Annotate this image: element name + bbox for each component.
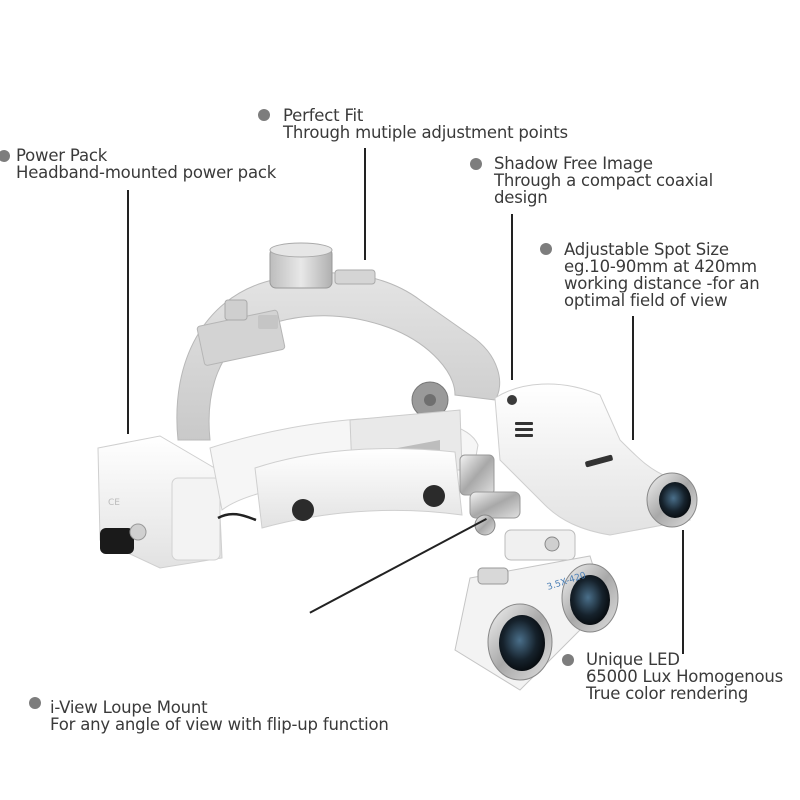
callout-title: Power Pack [16,146,108,165]
callout-description: working distance -for an [564,274,760,293]
callout-title: Perfect Fit [283,106,364,125]
power-knob-icon [100,528,134,554]
callout-description: Through mutiple adjustment points [283,123,568,142]
binocular-loupes: 3.5X-420 [454,555,619,691]
callout-power-pack: Power Pack Headband-mounted power pack [16,147,276,181]
loupe-mount-arm [459,454,576,561]
band-screw-icon [423,485,445,507]
callout-description: True color rendering [586,684,749,703]
loupe-lens-icon [499,615,545,671]
callout-bullet [258,109,270,121]
callout-description: Headband-mounted power pack [16,163,277,182]
callout-title: i-View Loupe Mount [50,698,208,717]
callout-description: optimal field of view [564,291,728,310]
leader-line [127,190,129,434]
power-pack: CE [97,435,223,569]
callout-perfect-fit: Perfect Fit Through mutiple adjustment p… [283,107,568,141]
callout-bullet [540,243,552,255]
callout-description: design [494,188,548,207]
callout-loupe-mount: i-View Loupe Mount For any angle of view… [50,699,389,733]
top-strap [176,269,501,441]
main-headband [209,409,479,529]
callout-title: Adjustable Spot Size [564,240,729,259]
led-headlight [494,383,698,536]
band-screw-icon [292,499,314,521]
leader-line [682,530,684,654]
leader-line [632,316,634,440]
callout-bullet [29,697,41,709]
callout-adjustable-spot-size: Adjustable Spot Size eg.10-90mm at 420mm… [564,241,760,309]
callout-bullet [562,654,574,666]
callout-description: eg.10-90mm at 420mm [564,257,757,276]
leader-line [364,148,366,260]
callout-description: For any angle of view with flip-up funct… [50,715,389,734]
callout-title: Unique LED [586,650,680,669]
top-adjustment-knob [269,242,333,289]
loupe-lens-icon [570,575,610,625]
leader-line [511,214,513,380]
svg-text:CE: CE [108,498,120,508]
callout-description: Through a compact coaxial [494,171,713,190]
callout-shadow-free-image: Shadow Free Image Through a compact coax… [494,155,713,206]
callout-description: 65000 Lux Homogenous [586,667,784,686]
callout-bullet [0,150,10,162]
callout-unique-led: Unique LED 65000 Lux Homogenous True col… [586,651,783,702]
callout-title: Shadow Free Image [494,154,653,173]
callout-bullet [470,158,482,170]
